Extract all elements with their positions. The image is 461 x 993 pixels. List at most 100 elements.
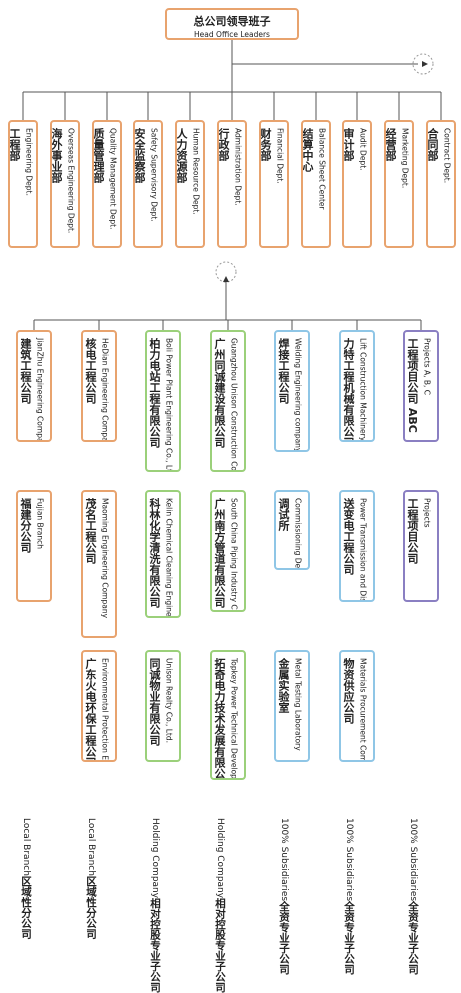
company-box-zh: 拓奇电力技术发展有限公司 (213, 658, 226, 780)
category-label-zh: 区域性分公司 (20, 875, 32, 939)
category-label-zh: 区域性分公司 (85, 875, 97, 939)
company-box-en: Maoming Engineering Company (100, 498, 110, 619)
category-label-zh: 全资专业子公司 (407, 901, 419, 975)
company-box-zh: 广州南方管道有限公司 (213, 498, 226, 608)
company-box-en: Topkey Power Technical Development Co., … (229, 658, 239, 780)
dept-box-en: Quality Management Dept. (108, 128, 118, 230)
dept-box-zh: 质量管理部 (92, 128, 105, 183)
dept-box-zh: 审计部 (342, 128, 355, 161)
company-box-zh: 核电工程公司 (84, 338, 97, 404)
company-box-zh: 广东火电环保工程公司 (84, 658, 97, 762)
company-box-en: South China Piping Industry Company (Gua… (229, 498, 239, 612)
category-label: Holding Company相对控股专业子公司 (212, 818, 228, 993)
category-label: Holding Company相对控股专业子公司 (147, 818, 163, 993)
dept-box-en: Audit Dept. (358, 128, 368, 171)
company-box-en: Environmental Protection Engineering Com… (100, 658, 110, 762)
dept-box-en: Balance Sheet Center (317, 128, 327, 210)
dept-box-en: Marketing Dept. (400, 128, 410, 189)
category-label-en: Holding Company (150, 818, 160, 899)
company-box-zh: 柏力电站工程有限公司 (148, 338, 161, 448)
head-arrow (422, 61, 428, 67)
company-box-en: HeDian Engineering Company (100, 338, 110, 442)
company-box: 送变电工程公司 Power Transmission and Distributi… (339, 490, 375, 602)
category-label-en: 100% Subsidiaries (408, 818, 418, 902)
category-label: Local Branch区域性分公司 (83, 818, 99, 939)
dept-box-zh: 人力资源部 (175, 128, 188, 183)
category-label-zh: 相对控股专业子公司 (214, 898, 226, 993)
category-label-en: Local Branch (86, 818, 96, 876)
category-label-en: Holding Company (215, 818, 225, 899)
company-box-en: Fujian Branch (35, 498, 45, 550)
dept-box-zh: 合同部 (426, 128, 439, 161)
dept-box-en: Engineering Dept. (24, 128, 34, 196)
dept-box-en: Human Resource Dept. (191, 128, 201, 215)
company-box-zh: 工程项目公司 ABC (406, 338, 419, 433)
category-label-en: Local Branch (21, 818, 31, 876)
category-label: 100% Subsidiaries全资专业子公司 (405, 818, 421, 975)
company-box-zh: 力特工程机械有限公司 (342, 338, 355, 442)
dept-box-zh: 行政部 (217, 128, 230, 161)
company-box-zh: 福建分公司 (19, 498, 32, 553)
dept-box-zh: 财务部 (259, 128, 272, 161)
company-box-zh: 调试所 (277, 498, 290, 531)
company-box-zh: 工程项目公司 (406, 498, 419, 564)
category-label-zh: 全资专业子公司 (278, 901, 290, 975)
dept-box-zh: 海外事业部 (50, 128, 63, 183)
head-office-title: 总公司领导班子 (193, 15, 271, 28)
company-box-en: Kelin Chemical Cleaning Engineering Co.,… (164, 498, 174, 618)
company-box-en: Projects (422, 498, 432, 528)
company-box-en: JianZhu Engineering Company (35, 338, 45, 442)
dept-box-zh: 经营部 (384, 128, 397, 161)
company-box-en: Unison Realty Co., Ltd. (164, 658, 174, 744)
category-label-zh: 全资专业子公司 (343, 901, 355, 975)
company-box-zh: 同诚物业有限公司 (148, 658, 161, 746)
company-box-en: Materials Procurement Company (358, 658, 368, 762)
company-box-en: Guangzhou Unison Construction Co., Ltd. (229, 338, 239, 472)
company-box-en: Welding Engineering company (293, 338, 303, 452)
dept-box-en: Contract Dept. (442, 128, 452, 184)
category-label: 100% Subsidiaries全资专业子公司 (276, 818, 292, 975)
company-box-zh: 送变电工程公司 (342, 498, 355, 575)
company-box-en: Power Transmission and Distribution Engi… (359, 498, 368, 600)
head-dashed-circle (412, 53, 434, 75)
company-box-en: Boli Power Plant Engineering Co., Ltd. (164, 338, 174, 472)
dept-box-en: Overseas Engineering Dept. (66, 128, 76, 234)
company-box-en: Commissioning Dept. (293, 498, 303, 570)
company-box-zh: 科林化学清洗有限公司 (148, 498, 161, 608)
company-box-zh: 物资供应公司 (342, 658, 355, 724)
head-office-box: 总公司领导班子 Head Office Leaders (165, 8, 299, 40)
subs-dashed-circle (215, 261, 237, 283)
dept-box-zh: 安全监察部 (133, 128, 146, 183)
subs-arrow (223, 276, 229, 282)
company-box-en: Metal Testing Laboratory (293, 658, 303, 751)
company-box-zh: 建筑工程公司 (19, 338, 32, 404)
dept-box-zh: 结算中心 (301, 128, 314, 172)
